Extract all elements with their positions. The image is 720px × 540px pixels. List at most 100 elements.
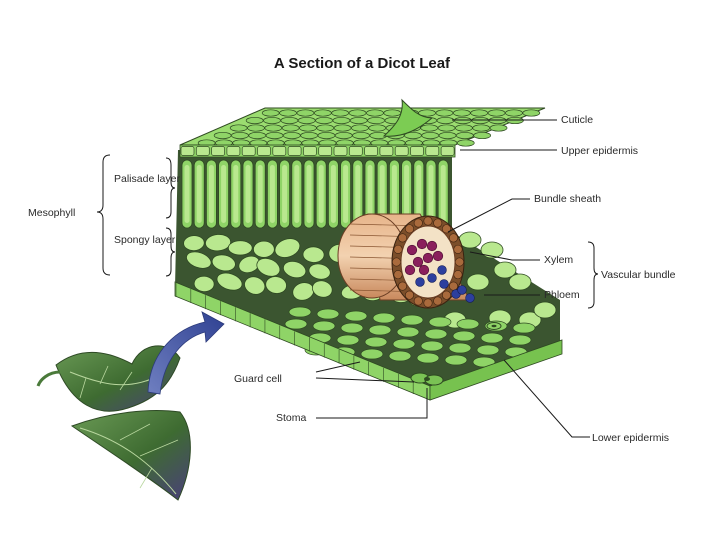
lower-cell [372,312,396,324]
labels: Cuticle Upper epidermis Bundle sheath Xy… [28,114,676,444]
spongy-cell [311,280,333,298]
surface-cell [263,116,281,125]
palisade-cell-highlight [440,165,446,223]
spongy-cell [458,231,482,249]
palisade-cells [181,159,449,229]
epidermis-cell [257,146,271,156]
spongy-cell [480,241,504,259]
epidermis-cell [394,146,409,156]
label-xylem: Xylem [544,254,573,266]
spongy-cells [183,231,557,329]
spongy-cell [274,238,301,258]
palisade-cell-highlight [196,165,202,223]
stoma-pore [491,324,497,328]
bundle-sheath-cells [391,216,464,308]
sheath-cell [453,270,463,280]
surface-cell [283,131,301,140]
spongy-cell [216,272,243,291]
palisade-cell-highlight [343,165,349,223]
spongy-cell [308,263,331,280]
surface-cell [456,139,475,147]
sheath-cell [398,281,408,291]
lower-cell [508,334,532,346]
spongy-cell [533,301,557,319]
sheath-cell [448,281,458,291]
sheath-cell [442,224,452,234]
xylem-cell [422,252,434,264]
lower-cell [400,314,424,326]
spongy-cell [227,240,253,256]
lower-epidermis-side [429,339,563,401]
xylem-cell [412,256,424,268]
phloem-cells [415,265,475,303]
sheath-cell [404,290,414,300]
palisade-cell-highlight [330,165,336,223]
palisade-cell-highlight [306,165,312,223]
palisade-cell-highlight [355,165,361,223]
lower-cell [424,328,448,340]
spongy-cell [253,240,275,258]
sheath-cell [393,244,403,254]
surface-cell [435,109,454,117]
label-vascular-bundle: Vascular bundle [601,269,676,281]
leaf-stem [36,370,61,387]
palisade-cell-highlight [282,165,288,223]
spongy-cell [193,275,215,293]
leader-lines [315,119,590,438]
sheath-cell [398,233,408,243]
lower-cell [360,348,384,360]
label-spongy: Spongy layer [114,234,176,246]
xylem-cell [426,240,438,252]
lower-cell [344,310,368,322]
sheath-cell [433,296,443,306]
sheath-cell [442,290,452,300]
epidermis-cell [303,146,317,156]
surface-cell [331,109,350,117]
spongy-cell [186,251,212,269]
label-bundle-sheath: Bundle sheath [534,193,601,205]
surface-cell [317,131,336,140]
label-mesophyll: Mesophyll [28,207,75,219]
spongy-cell [282,260,307,279]
epidermis-cell [410,146,424,156]
upper-epidermis-band [179,144,456,158]
lower-cell [340,322,364,334]
surface-cell [229,124,248,132]
lower-cell [420,340,444,352]
surface-cell [231,131,249,140]
lower-cell [416,352,440,364]
lower-cell [392,338,416,350]
surface-cell [296,109,315,117]
surface-cell [368,124,387,132]
surface-cell [438,131,457,140]
xylem-cells [404,238,444,276]
surface-cell [261,109,280,117]
surface-cell [348,109,367,117]
sheath-cell [413,296,423,306]
leaf-lower [70,410,191,501]
spongy-cell [493,261,517,279]
label-lower-epidermis: Lower epidermis [592,432,669,444]
surface-cell [264,124,283,132]
palisade-cell-highlight [221,165,227,223]
spongy-cell [466,273,490,291]
label-stoma: Stoma [276,412,307,424]
palisade-cell-highlight [208,165,214,223]
phloem-cell [437,265,447,275]
xylem-cell [418,264,430,276]
lower-cell [476,344,500,356]
xylem-cell [416,238,428,250]
spongy-cell [205,234,232,252]
surface-cell [420,124,439,132]
spongy-cell [183,235,205,252]
lower-cell [448,342,472,354]
surface-cell [470,109,489,117]
lower-cell [284,318,308,330]
surface-cell [472,124,491,132]
lower-cell [336,334,360,346]
palisade-cell-highlight [428,165,434,223]
label-upper-epidermis: Upper epidermis [561,145,638,157]
spongy-cell [508,273,532,291]
surface-cell [418,109,436,117]
palisade-cell-highlight [379,165,385,223]
